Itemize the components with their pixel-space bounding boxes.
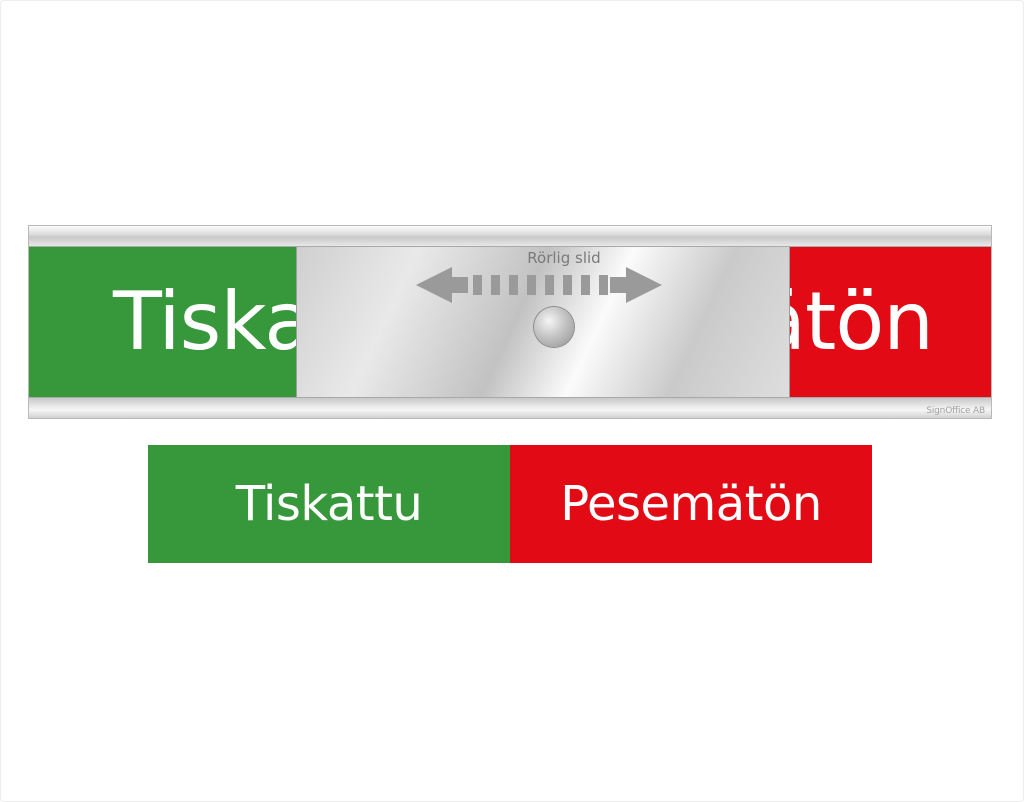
- legend-left-label: Tiskattu: [235, 476, 423, 532]
- legend-right-label: Pesemätön: [560, 476, 822, 532]
- sign-right-label: Pesemätön: [789, 275, 934, 368]
- top-rail: [29, 226, 991, 247]
- legend-red-cell: Pesemätön: [510, 445, 872, 563]
- green-panel: Tiskattu: [29, 247, 296, 399]
- slide-label: Rörlig slid: [527, 249, 601, 267]
- brand-mark: SignOffice AB: [926, 406, 985, 416]
- legend-green-cell: Tiskattu: [148, 445, 510, 563]
- sign-left-label: Tiskattu: [113, 275, 296, 368]
- slider-sign: Tiskattu Pesemätön Rörlig slid SignOffic…: [28, 225, 992, 419]
- bottom-rail: [29, 397, 991, 418]
- legend-strip: Tiskattu Pesemätön: [148, 445, 872, 563]
- knob-icon[interactable]: [534, 307, 574, 347]
- movable-slide[interactable]: Rörlig slid: [296, 247, 790, 399]
- double-arrow-icon: [416, 267, 662, 303]
- red-panel: Pesemätön: [789, 247, 991, 399]
